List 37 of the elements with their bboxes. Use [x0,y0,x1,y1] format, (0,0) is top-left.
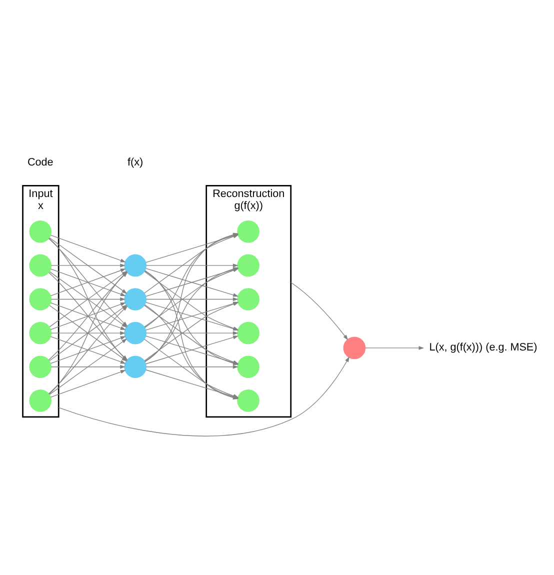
node-circle [124,321,146,344]
node-circle [29,389,52,412]
arrow [146,296,238,301]
arrow [50,268,126,296]
arrow [50,370,126,398]
arrow [364,346,424,350]
arrow [50,234,126,262]
node-circle [237,288,260,310]
label: f(x) [128,156,144,168]
arrow [50,336,126,364]
arrow [146,330,238,334]
arrow [290,282,348,340]
node-circle [124,288,146,310]
arrow [50,364,126,368]
arrow [50,302,126,330]
node-circle [237,389,260,412]
node-circle [29,288,52,310]
node-circle [343,336,366,359]
cluster: Input x [22,184,60,418]
arrow [146,263,238,267]
node-text: L(x, g(f(x))) (e.g. MSE) [429,341,538,354]
arrow [146,364,238,368]
arrow [50,296,126,301]
node-circle [237,220,260,242]
node-circle [124,254,146,276]
node-circle [124,355,146,378]
node-circle [237,355,260,378]
node-circle [29,220,52,242]
node-circle [29,254,52,276]
node-circle [237,254,260,276]
node-circle [29,321,52,344]
arrow [50,330,126,334]
arrow [50,263,126,267]
node-circle [237,321,260,344]
node-circle [29,355,52,378]
label: Code [27,156,54,168]
cluster: Reconstruction g(f(x)) [206,184,292,418]
